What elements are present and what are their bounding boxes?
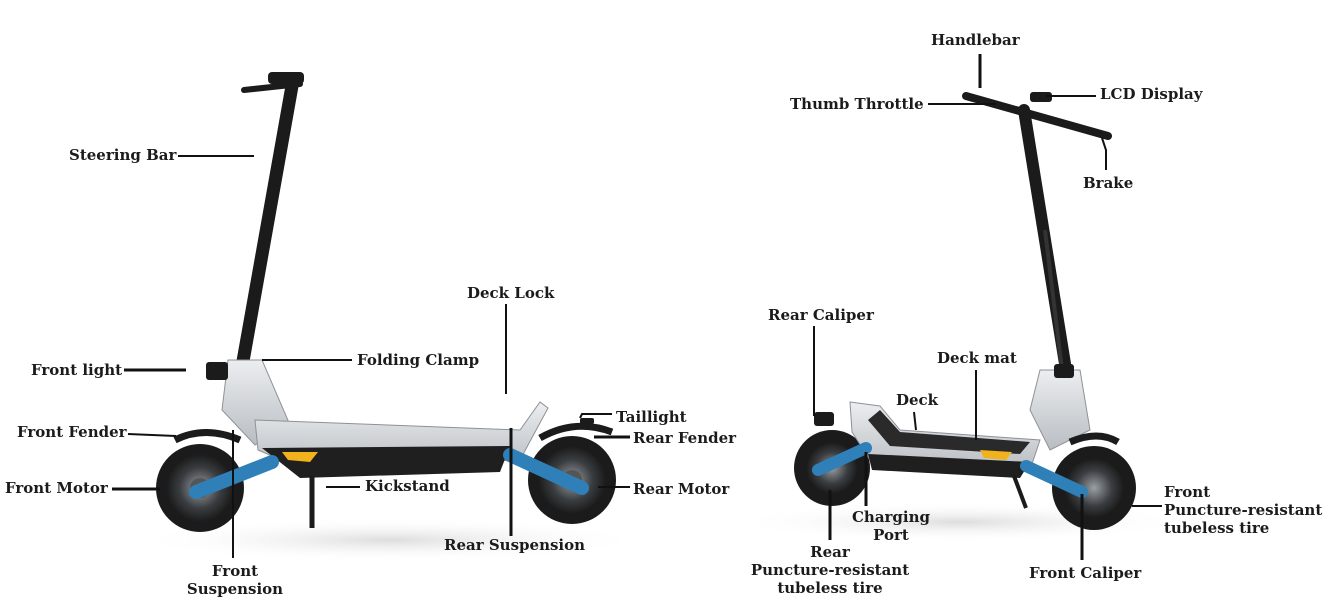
label-charging-port: Charging Port <box>846 508 936 544</box>
label-thumb-throttle: Thumb Throttle <box>790 95 924 113</box>
leader-deck <box>913 411 917 431</box>
label-front-light: Front light <box>31 361 123 379</box>
label-folding-clamp: Folding Clamp <box>357 351 480 369</box>
label-charging-port-line1: Charging <box>851 508 931 526</box>
leader-front-fender <box>127 433 177 437</box>
label-front-tire: Front Puncture-resistant tubeless tire <box>1164 483 1324 537</box>
right-deck-mat <box>868 410 1030 454</box>
label-deck-mat: Deck mat <box>937 349 1017 367</box>
label-front-caliper: Front Caliper <box>1029 564 1142 582</box>
label-front-tire-line1: Front <box>1164 483 1211 501</box>
label-rear-tire-line3: tubeless tire <box>777 579 883 597</box>
left-steering-stem <box>233 79 299 385</box>
label-rear-caliper: Rear Caliper <box>768 306 874 324</box>
label-deck-lock: Deck Lock <box>467 284 555 302</box>
label-front-suspension-line1: Front <box>211 562 259 580</box>
right-scooter <box>730 92 1190 542</box>
label-rear-tire: Rear Puncture-resistant tubeless tire <box>744 543 916 597</box>
label-front-suspension: Front Suspension <box>180 562 290 598</box>
label-handlebar: Handlebar <box>931 31 1020 49</box>
leader-lines <box>112 54 1162 560</box>
label-charging-port-line2: Port <box>873 526 909 544</box>
label-rear-fender: Rear Fender <box>633 429 737 447</box>
label-taillight: Taillight <box>616 408 687 426</box>
label-front-tire-line3: tubeless tire <box>1164 519 1270 537</box>
left-rear-swingarm <box>503 448 589 495</box>
label-rear-suspension: Rear Suspension <box>444 536 586 554</box>
label-brake: Brake <box>1083 174 1134 192</box>
label-deck: Deck <box>896 391 939 409</box>
label-kickstand: Kickstand <box>365 477 450 495</box>
left-rear-fender <box>538 422 614 442</box>
label-lcd-display: LCD Display <box>1100 85 1203 103</box>
label-front-fender: Front Fender <box>17 423 127 441</box>
right-handlebar-bar <box>962 92 1112 140</box>
label-rear-tire-line1: Rear <box>810 543 850 561</box>
label-rear-motor: Rear Motor <box>633 480 730 498</box>
label-front-tire-line2: Puncture-resistant <box>1164 501 1323 519</box>
leader-taillight <box>579 413 612 419</box>
label-front-suspension-line2: Suspension <box>186 580 284 598</box>
label-steering-bar: Steering Bar <box>69 146 177 164</box>
leader-brake <box>1101 137 1107 170</box>
right-front-wheel <box>1052 446 1136 530</box>
left-front-fender <box>173 429 242 444</box>
label-front-motor: Front Motor <box>5 479 108 497</box>
label-rear-tire-line2: Puncture-resistant <box>750 561 910 579</box>
